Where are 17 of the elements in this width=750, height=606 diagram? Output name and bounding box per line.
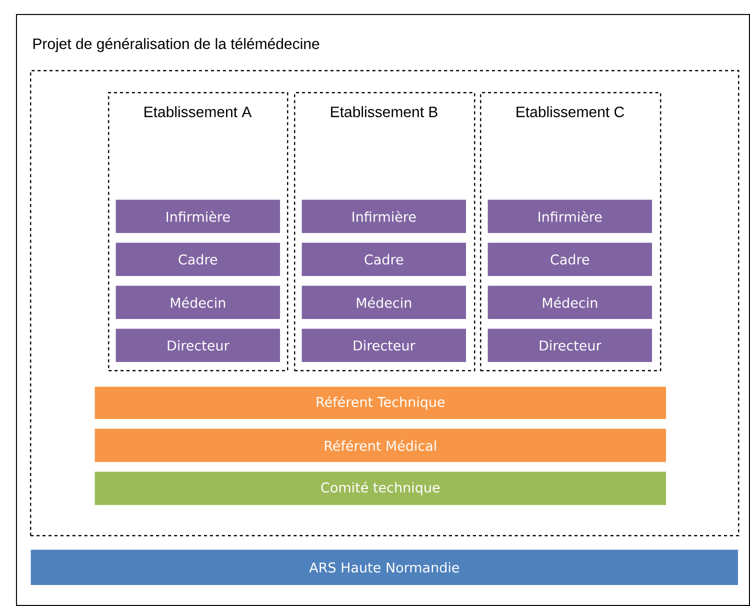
dashed-group-box <box>30 70 740 536</box>
role-bar: Médecin <box>115 285 281 320</box>
committee-bar: Comité technique <box>94 471 667 506</box>
role-bar: Directeur <box>115 328 281 363</box>
agency-bar: ARS Haute Normandie <box>30 549 739 586</box>
role-bar: Infirmière <box>487 199 653 234</box>
role-bar: Cadre <box>487 242 653 277</box>
role-bar: Infirmière <box>115 199 281 234</box>
role-bar: Cadre <box>115 242 281 277</box>
role-bar: Médecin <box>301 285 467 320</box>
role-bar: Infirmière <box>301 199 467 234</box>
role-bar: Médecin <box>487 285 653 320</box>
role-bar: Cadre <box>301 242 467 277</box>
role-bar: Directeur <box>487 328 653 363</box>
role-bar: Référent Médical <box>94 428 667 463</box>
role-bar: Référent Technique <box>94 386 667 420</box>
role-bar: Directeur <box>301 328 467 363</box>
